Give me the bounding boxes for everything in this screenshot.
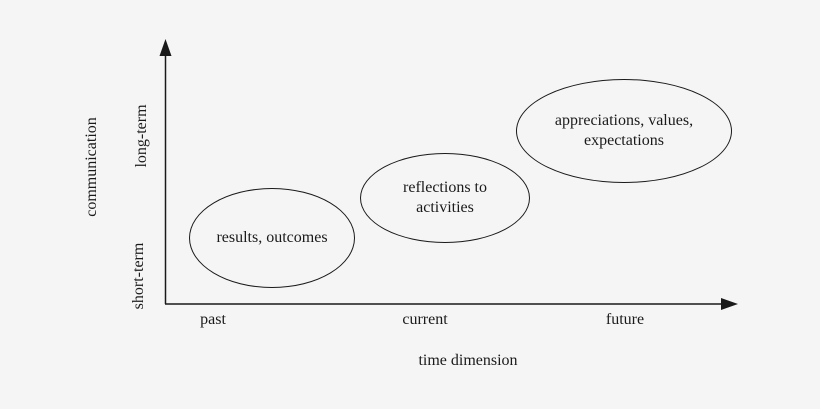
ellipse-results-outcomes: results, outcomes <box>189 188 355 288</box>
x-tick-past: past <box>200 311 226 328</box>
ellipse-appreciations-values-expectations: appreciations, values, expectations <box>516 79 732 183</box>
y-axis-arrowhead-icon <box>159 39 172 56</box>
y-tick-short-term: short-term <box>130 242 147 310</box>
ellipse-label: results, outcomes <box>216 229 328 246</box>
ellipse-label: appreciations, values, expectations <box>554 112 694 149</box>
x-tick-future: future <box>605 311 645 328</box>
y-axis-title: communication <box>83 117 100 217</box>
y-tick-long-term: long-term <box>133 104 150 168</box>
x-axis-arrowhead-icon <box>721 298 738 310</box>
ellipse-reflections-to-activities: reflections to activities <box>360 153 530 243</box>
x-tick-current: current <box>402 311 448 328</box>
ellipse-label: reflections to activities <box>403 179 487 216</box>
x-axis-title: time dimension <box>418 352 518 369</box>
